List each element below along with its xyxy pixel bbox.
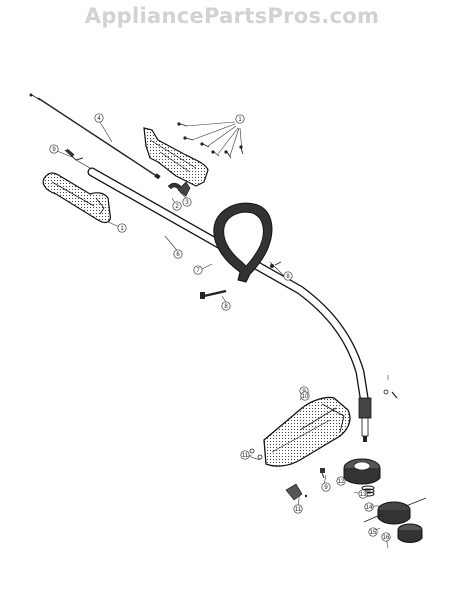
handle-half-left [42,172,111,224]
callout-label: 4 [97,116,101,122]
callout-circle [193,265,203,275]
watermark: AppliancePartsPros.com [84,4,380,28]
callout-circle [358,489,368,499]
callout-circle [240,450,250,460]
callout-label: 16 [383,535,390,541]
callout-circle [117,223,127,233]
lower-shaft-coupler [358,397,372,442]
callout-circle [321,482,331,492]
upper-shaft-tube [87,167,371,415]
callout-circle [94,113,104,123]
callout-circle [182,197,192,207]
loop-handle-hardware [200,261,282,299]
callout-label: 11 [295,507,302,513]
callout-label: 8 [286,274,290,280]
cable-clip [167,182,182,190]
callout-circle [283,271,293,281]
callout-circle [381,532,391,542]
callout-label: 14 [366,505,373,511]
wire-harness [64,148,91,169]
callout-label: 15 [370,530,377,536]
debris-guard [263,396,351,467]
line-cutter-blade [285,483,308,501]
callout-label: 7 [196,268,200,274]
loop-handle [213,202,273,283]
handle-half-right [143,127,209,187]
callout-label: 11 [242,453,249,459]
coupler-screw [383,389,398,399]
callout-markers: 1491236788910119121314151611 [49,113,391,542]
throttle-cable [29,93,161,180]
small-screw [320,468,325,479]
callout-label: 9 [52,147,56,153]
callout-circle [49,144,59,154]
callout-label: 10 [302,394,309,400]
callout-label: 13 [360,492,367,498]
callout-circle [368,527,378,537]
callout-label: 2 [175,204,179,210]
bump-knob [397,523,423,543]
callout-circle [221,301,231,311]
spool-housing [343,458,381,485]
callout-label: 3 [185,200,189,206]
callout-label: 1 [120,226,124,232]
callout-circle [235,114,245,124]
guard-screws [249,448,263,460]
callout-label: 8 [224,304,228,310]
trimmer-spool [363,497,427,525]
callout-circle [364,502,374,512]
callout-label: 6 [176,252,180,258]
callout-circle [300,391,310,401]
callout-circle [336,476,346,486]
callout-label: 12 [338,479,345,485]
throttle-trigger [177,181,191,197]
handle-screws [177,122,244,159]
callout-label: 1 [238,117,242,123]
callout-circle [293,504,303,514]
callout-circle [172,201,182,211]
callout-label: 9 [324,485,328,491]
callout-circle [173,249,183,259]
